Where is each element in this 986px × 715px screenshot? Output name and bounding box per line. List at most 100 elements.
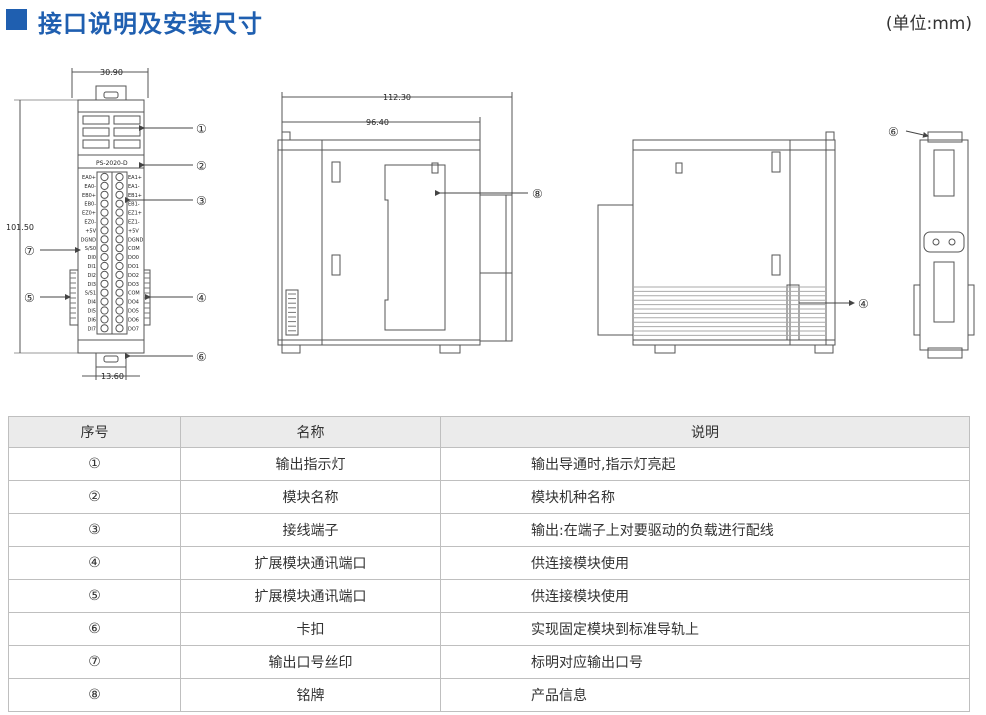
- terminal-label: +5V: [85, 228, 96, 234]
- row-description: 实现固定模块到标准导轨上: [440, 612, 970, 646]
- terminal-label: EB1+: [128, 193, 142, 199]
- terminal-label: DO4: [128, 300, 139, 306]
- dim-partial-length: 96.40: [366, 118, 389, 127]
- terminal-screw: [100, 306, 109, 315]
- row-number: ③: [8, 513, 181, 547]
- table-row: ⑧ 铭牌 产品信息: [8, 678, 970, 712]
- terminal-label: DO2: [128, 273, 139, 279]
- row-description: 供连接模块使用: [440, 546, 970, 580]
- terminal-label: COM: [128, 246, 140, 252]
- terminal-screw: [100, 261, 109, 271]
- terminal-screw: [100, 172, 109, 182]
- terminal-screw: [100, 190, 109, 199]
- terminal-label: DI5: [87, 309, 96, 315]
- terminal-label: DO7: [128, 326, 139, 332]
- terminal-label: EA0+: [82, 175, 96, 181]
- terminal-screw: [100, 270, 109, 279]
- terminal-screw: [115, 172, 124, 182]
- terminal-label: EA1-: [128, 184, 140, 190]
- callout-7-front: ⑦: [24, 244, 35, 258]
- callout-5-front: ⑤: [24, 291, 35, 305]
- table-row: ⑦ 输出口号丝印 标明对应输出口号: [8, 645, 970, 679]
- row-description: 模块机种名称: [440, 480, 970, 514]
- terminal-screw: [115, 270, 124, 279]
- dim-width-top: 30.90: [100, 68, 123, 77]
- terminal-label: EZ1+: [128, 211, 142, 217]
- terminal-label: DGND: [128, 237, 143, 243]
- row-description: 供连接模块使用: [440, 579, 970, 613]
- terminal-label: EA1+: [128, 175, 142, 181]
- terminal-label: DGND: [81, 237, 96, 243]
- terminal-screw: [100, 217, 109, 226]
- terminal-screw: [115, 288, 124, 297]
- terminal-label: DO6: [128, 317, 139, 323]
- terminal-label: DI7: [87, 326, 96, 332]
- row-name: 扩展模块通讯端口: [180, 546, 441, 580]
- side-view-left-vents: [288, 293, 296, 332]
- terminal-label: COM: [128, 291, 140, 297]
- expansion-port-pins: [70, 272, 150, 319]
- terminal-screw: [115, 315, 124, 324]
- table-row: ② 模块名称 模块机种名称: [8, 480, 970, 514]
- interface-spec-table: 序号 名称 说明 ① 输出指示灯 输出导通时,指示灯亮起 ② 模块名称 模块机种…: [8, 416, 970, 712]
- side-view-left-drawing: [277, 92, 513, 354]
- table-row: ① 输出指示灯 输出导通时,指示灯亮起: [8, 447, 970, 481]
- row-name: 卡扣: [180, 612, 441, 646]
- row-name: 接线端子: [180, 513, 441, 547]
- terminal-labels-right: EA1+EA1-EB1+EB1-EZ1+EZ1-+5VDGNDCOMDO0DO1…: [128, 175, 143, 332]
- side-view-right-ribs: [633, 286, 826, 336]
- side-view-right-drawing: [597, 131, 836, 354]
- callout-1-front: ①: [196, 122, 207, 136]
- row-name: 输出口号丝印: [180, 645, 441, 679]
- terminal-label: DO0: [128, 255, 139, 261]
- row-number: ②: [8, 480, 181, 514]
- callout-4-front: ④: [196, 291, 207, 305]
- terminal-label: EB0+: [82, 193, 96, 199]
- terminal-screw: [115, 244, 124, 253]
- terminal-screw: [115, 253, 124, 262]
- terminal-screw: [115, 226, 124, 235]
- table-row: ④ 扩展模块通讯端口 供连接模块使用: [8, 546, 970, 580]
- row-description: 标明对应输出口号: [440, 645, 970, 679]
- terminal-label: EZ0+: [82, 211, 96, 217]
- callout-8-side: ⑧: [532, 187, 543, 201]
- terminal-screw: [100, 181, 109, 190]
- header-description: 说明: [440, 416, 970, 448]
- table-header-row: 序号 名称 说明: [8, 416, 970, 448]
- terminal-label: DO1: [128, 264, 139, 270]
- callout-6-rail: ⑥: [888, 125, 899, 139]
- terminal-screw: [100, 288, 109, 297]
- terminal-labels-left: EA0+EA0-EB0+EB0-EZ0+EZ0-+5VDGNDS/S0DI0DI…: [81, 175, 97, 332]
- unit-note: (单位:mm): [885, 14, 972, 34]
- terminal-label: DI6: [87, 317, 96, 323]
- terminal-screw: [100, 297, 109, 306]
- terminal-label: DI3: [87, 282, 96, 288]
- row-description: 输出导通时,指示灯亮起: [440, 447, 970, 481]
- terminal-label: DI0: [87, 255, 96, 261]
- terminal-screw: [100, 235, 109, 244]
- terminal-label: DI1: [87, 264, 96, 270]
- terminal-screws: [100, 172, 124, 333]
- din-rail-view-drawing: [913, 131, 975, 359]
- terminal-screw: [115, 324, 124, 333]
- title-marker-square: [6, 9, 27, 30]
- terminal-label: EA0-: [84, 184, 96, 190]
- dim-height-left: 101.50: [6, 223, 34, 232]
- terminal-screw: [115, 190, 124, 199]
- terminal-label: DO3: [128, 282, 139, 288]
- terminal-screw: [115, 235, 124, 244]
- row-name: 铭牌: [180, 678, 441, 712]
- terminal-screw: [115, 306, 124, 315]
- table-row: ③ 接线端子 输出:在端子上对要驱动的负载进行配线: [8, 513, 970, 547]
- terminal-screw: [115, 279, 124, 288]
- row-description: 产品信息: [440, 678, 970, 712]
- row-name: 扩展模块通讯端口: [180, 579, 441, 613]
- row-name: 输出指示灯: [180, 447, 441, 481]
- row-number: ⑧: [8, 678, 181, 712]
- terminal-label: DO5: [128, 309, 139, 315]
- table-row: ⑤ 扩展模块通讯端口 供连接模块使用: [8, 579, 970, 613]
- header-number: 序号: [8, 416, 181, 448]
- terminal-label: EB1-: [128, 202, 140, 208]
- dim-width-bottom: 13.60: [101, 372, 124, 381]
- terminal-screw: [115, 181, 124, 190]
